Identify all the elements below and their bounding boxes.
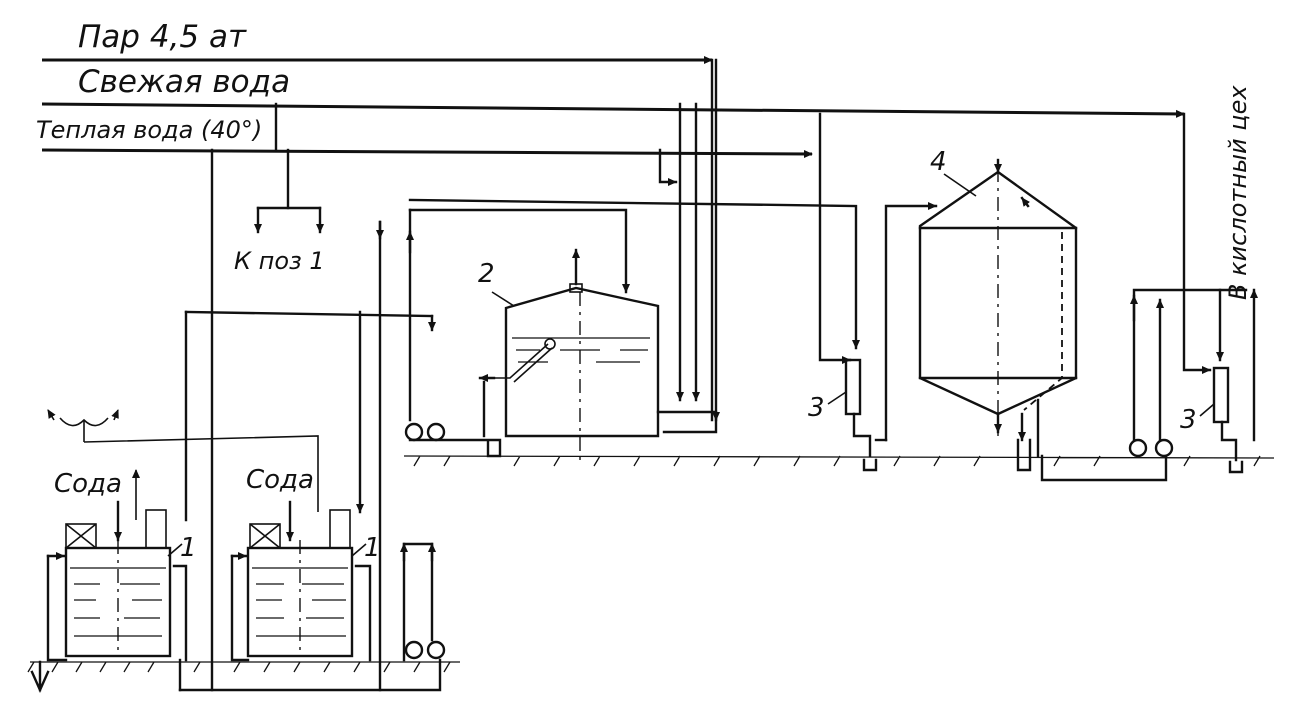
- pos-1b-label: 1: [364, 533, 381, 563]
- bottom-collector-1: [27, 542, 460, 693]
- warm-water-label: Теплая вода (40°): [36, 116, 262, 144]
- pos-3a-label: 3: [808, 393, 825, 423]
- pos-3b-label: 3: [1180, 405, 1197, 435]
- vertical-feed-lines: [184, 148, 436, 692]
- ground-right: [403, 455, 1275, 467]
- soda-label-1: Сода: [54, 469, 122, 499]
- line-to-pos3a: [408, 198, 860, 350]
- riser-to-pos3: [818, 112, 852, 364]
- pos-1a-label: 1: [180, 533, 197, 563]
- soda-label-2: Сода: [246, 465, 314, 495]
- warm-water-line: [41, 148, 813, 158]
- bottom-collector-right: [1040, 288, 1258, 482]
- pos-2-label: 2: [478, 259, 495, 289]
- tank-1a: Сода 1: [46, 469, 197, 662]
- to-acid-shop-label: В кислотный цех: [1224, 85, 1252, 300]
- branch-to-pos1: К поз 1: [234, 148, 325, 275]
- tank-1b: Сода 1: [230, 465, 381, 662]
- risers: [658, 58, 852, 422]
- vessel-4: 4: [918, 147, 1078, 472]
- vent-manifold: [47, 409, 319, 520]
- warm-branch: [658, 148, 678, 186]
- supply-lines: [41, 56, 1185, 158]
- filter-3b: 3: [1180, 112, 1244, 474]
- line-labels: Пар 4,5 ат Свежая вода Теплая вода (40°): [36, 19, 290, 144]
- to-pos1-label: К поз 1: [234, 247, 325, 275]
- pos-4-label: 4: [930, 147, 947, 177]
- tank-2: 2: [404, 208, 718, 464]
- fresh-water-line: [41, 102, 1185, 118]
- filter-3a: 3: [808, 202, 938, 472]
- steam-label: Пар 4,5 ат: [78, 19, 247, 55]
- fresh-water-label: Свежая вода: [78, 64, 290, 100]
